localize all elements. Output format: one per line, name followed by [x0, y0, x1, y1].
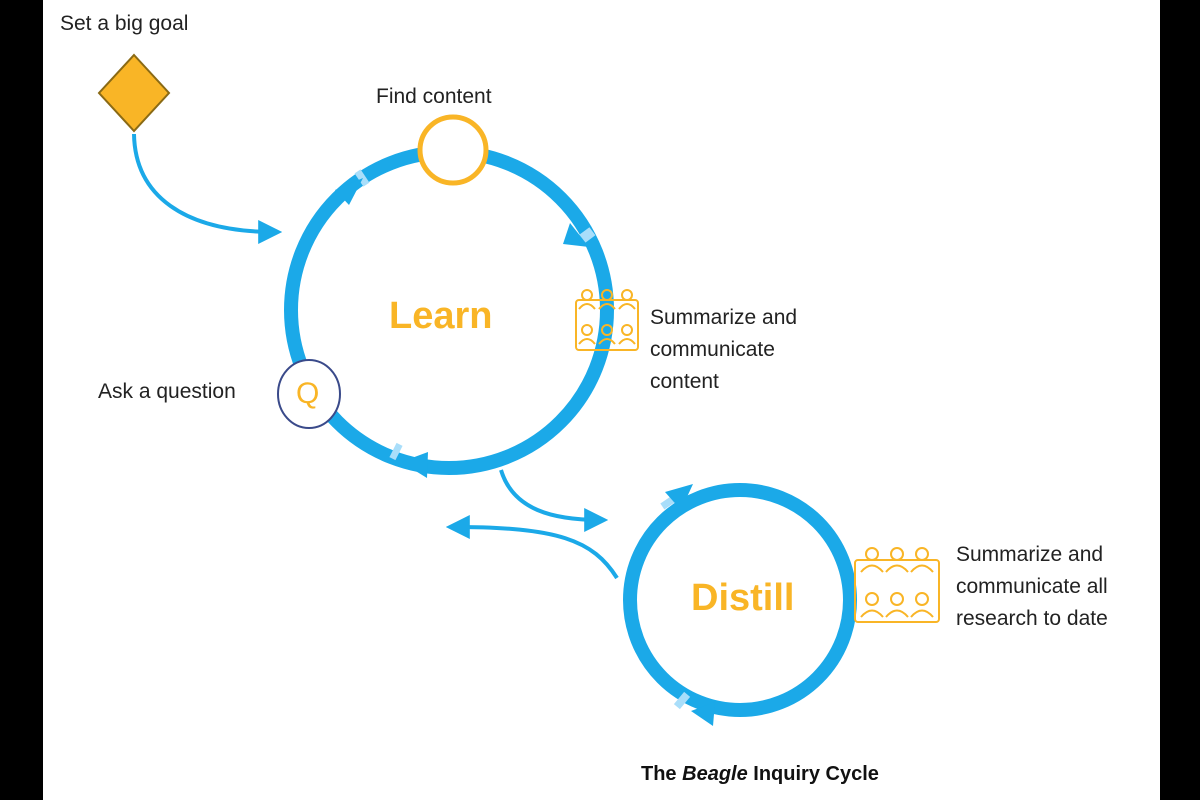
caption-emphasis: Beagle: [682, 763, 748, 785]
diagram-panel: Q Set a big goal Find content Summarize …: [43, 0, 1160, 800]
distill-cycle-ring: [623, 483, 857, 717]
distill-arrowhead-top: [665, 484, 693, 510]
distill-summarize-label-line2: communicate all: [956, 575, 1108, 598]
diamond-icon: [97, 53, 171, 133]
distill-cycle-separators: [660, 494, 691, 710]
distill-summarize-label-line3: research to date: [956, 607, 1108, 630]
distill-cycle-title: Distill: [691, 577, 795, 619]
circle-icon: [417, 114, 489, 186]
distill-to-learn-arrow: [445, 515, 619, 580]
learn-arrowhead-top: [335, 178, 363, 205]
ask-question-label: Ask a question: [98, 380, 236, 403]
group-people-icon: [575, 289, 639, 351]
question-glyph: Q: [296, 377, 320, 410]
distill-arrowhead-bottom: [691, 702, 715, 726]
caption-suffix: Inquiry Cycle: [747, 763, 879, 785]
diagram-caption: The Beagle Inquiry Cycle: [641, 763, 879, 786]
learn-arrowhead-right: [563, 223, 589, 247]
start-label: Set a big goal: [60, 12, 189, 35]
question-q-icon: [277, 359, 341, 429]
distill-summarize-label-line1: Summarize and: [956, 543, 1104, 566]
learn-to-distill-arrow: [499, 469, 609, 532]
diagram-canvas: [97, 53, 940, 726]
learn-cycle-title: Learn: [389, 295, 493, 337]
group-people-icon: [854, 547, 940, 623]
start-arrow: [132, 133, 283, 244]
learn-summarize-label-line1: Summarize and: [650, 306, 798, 329]
caption-prefix: The: [641, 763, 683, 785]
learn-summarize-label-line3: content: [650, 370, 719, 393]
find-content-label: Find content: [376, 85, 492, 108]
learn-summarize-label-line2: communicate: [650, 338, 775, 361]
learn-arrowhead-bottom: [401, 452, 428, 478]
